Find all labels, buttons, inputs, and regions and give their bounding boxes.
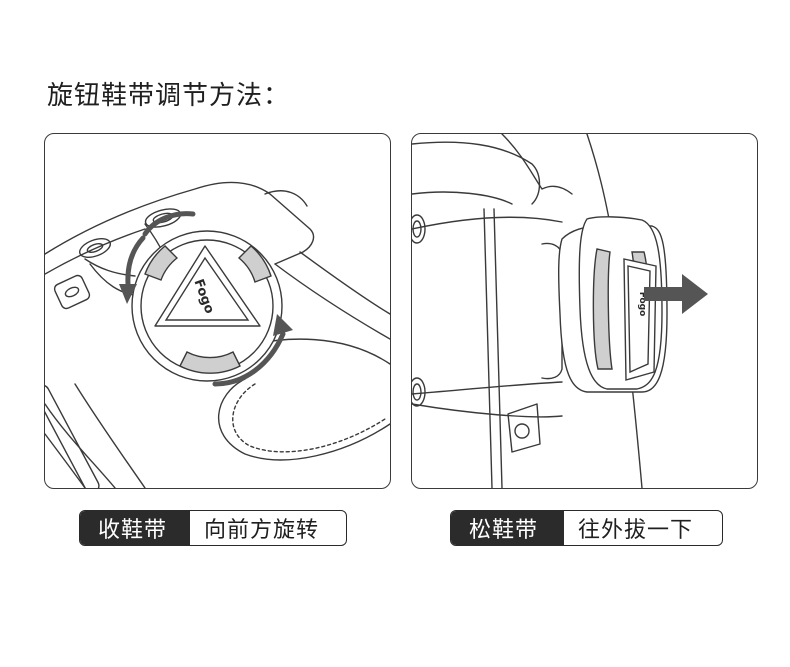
brand-logo-icon: Fogo <box>637 292 647 317</box>
loosen-instruction: 往外拔一下 <box>564 511 708 545</box>
pull-arrow-icon <box>644 274 708 314</box>
knob-logo-text: Fogo <box>637 292 647 317</box>
tighten-caption: 收鞋带 向前方旋转 <box>79 510 347 546</box>
loosen-label: 松鞋带 <box>451 511 564 545</box>
shoe-knob-rotate-drawing: Fogo <box>45 181 390 488</box>
tighten-instruction: 向前方旋转 <box>190 511 334 545</box>
shoe-knob-pull-drawing: Fogo <box>412 134 708 488</box>
tighten-label: 收鞋带 <box>80 511 190 545</box>
tighten-illustration: Fogo <box>44 133 391 489</box>
rotate-arrow-top <box>142 211 196 237</box>
loosen-illustration: Fogo <box>411 133 758 489</box>
page-title: 旋钮鞋带调节方法： <box>47 81 291 111</box>
loosen-caption: 松鞋带 往外拔一下 <box>450 510 723 546</box>
rotate-arrow-icon <box>119 284 293 336</box>
